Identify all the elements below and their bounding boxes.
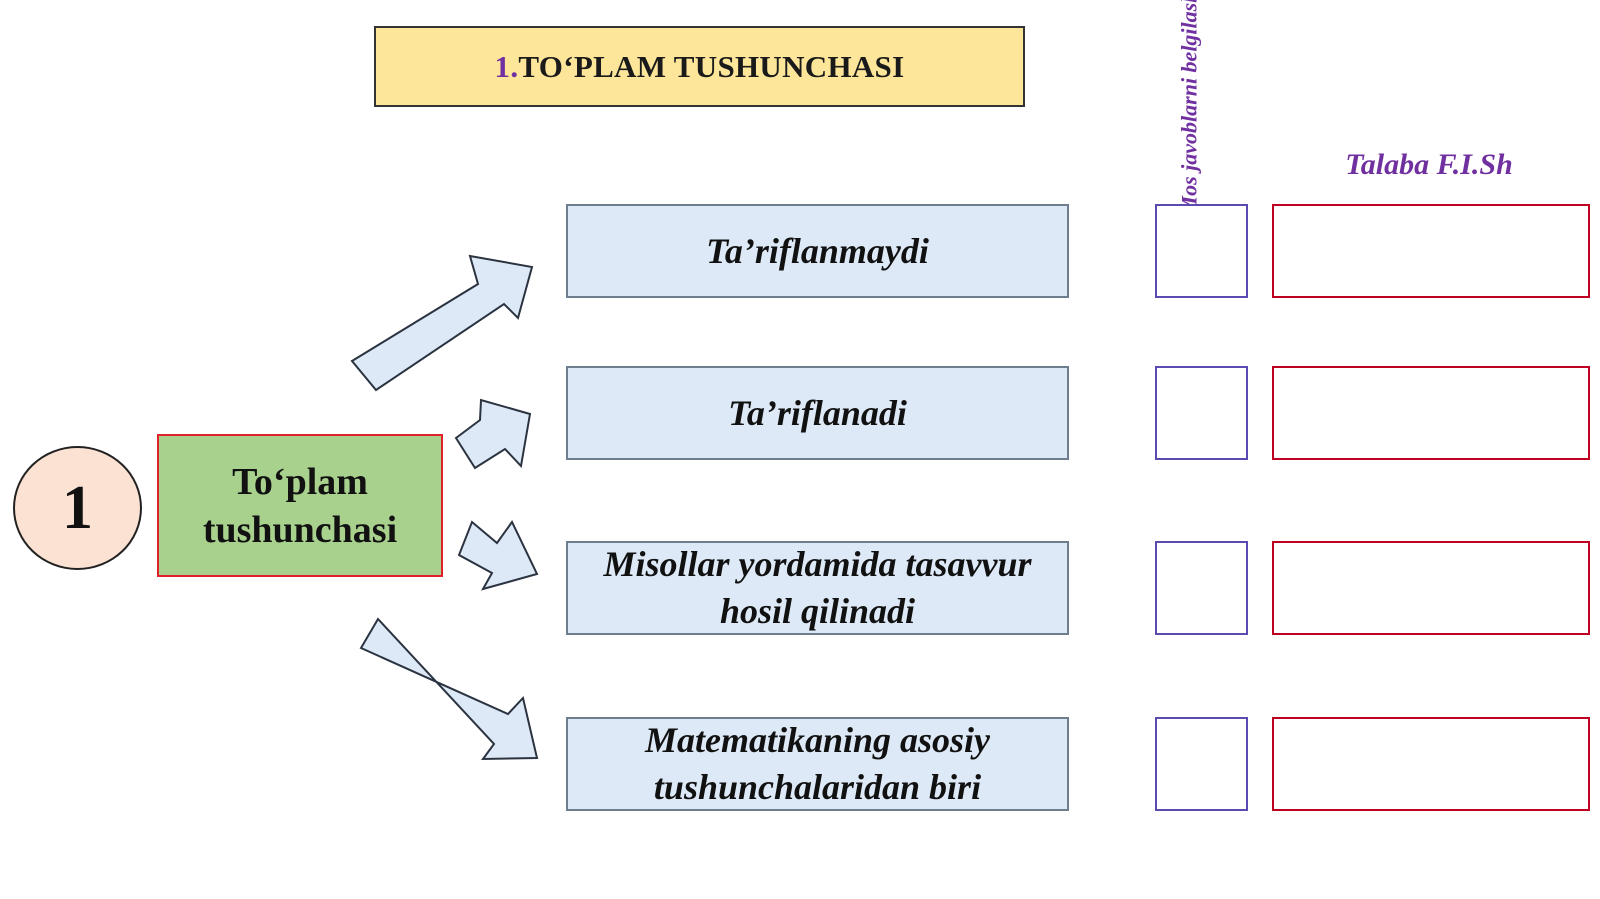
option-1: Ta’riflanmaydi — [566, 204, 1069, 298]
arrow-to-option-4 — [359, 617, 539, 761]
answer-checkbox-3[interactable] — [1155, 541, 1248, 635]
option-2: Ta’riflanadi — [566, 366, 1069, 460]
answer-checkbox-1[interactable] — [1155, 204, 1248, 298]
student-name-field-3[interactable] — [1272, 541, 1590, 635]
title-text: TO‘PLAM TUSHUNCHASI — [518, 48, 905, 84]
option-4: Matematikaning asosiy tushunchalaridan b… — [566, 717, 1069, 811]
answer-checkbox-4[interactable] — [1155, 717, 1248, 811]
arrow-to-option-2 — [454, 398, 532, 470]
page-title: 1.TO‘PLAM TUSHUNCHASI — [374, 26, 1025, 107]
student-name-field-1[interactable] — [1272, 204, 1590, 298]
concept-box: To‘plam tushunchasi — [157, 434, 443, 577]
student-name-header: Talaba F.I.Sh — [1345, 148, 1513, 181]
number-badge: 1 — [13, 446, 142, 570]
arrow-to-option-1 — [350, 254, 534, 392]
answer-checkbox-2[interactable] — [1155, 366, 1248, 460]
student-name-field-4[interactable] — [1272, 717, 1590, 811]
option-3: Misollar yordamida tasavvur hosil qilina… — [566, 541, 1069, 635]
title-number: 1. — [494, 48, 519, 84]
arrow-to-option-3 — [457, 520, 539, 591]
student-name-field-2[interactable] — [1272, 366, 1590, 460]
